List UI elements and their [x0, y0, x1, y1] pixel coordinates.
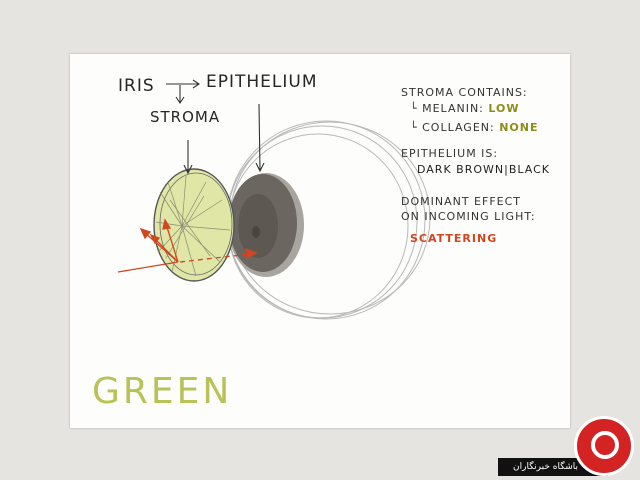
watermark-logo-ring — [591, 431, 619, 459]
collagen-value: NONE — [499, 121, 539, 134]
note-dominant-line2: ON INCOMING LIGHT: — [401, 210, 536, 223]
note-dominant-value: SCATTERING — [410, 232, 498, 245]
note-melanin: └ MELANIN: LOW — [410, 102, 519, 115]
label-stroma: STROMA — [150, 108, 221, 126]
eye-color-label: GREEN — [92, 371, 233, 412]
label-iris: IRIS — [118, 76, 155, 96]
note-dominant-line1: DOMINANT EFFECT — [401, 195, 522, 208]
note-collagen: └ COLLAGEN: NONE — [410, 121, 539, 134]
light-rays — [117, 218, 258, 273]
watermark-logo-icon — [574, 416, 634, 476]
epithelium-shape — [228, 173, 304, 277]
pointer-arrows — [166, 79, 265, 175]
note-epithelium-value: DARK BROWN|BLACK — [417, 163, 550, 176]
melanin-value: LOW — [488, 102, 520, 115]
watermark: باشگاه خبرنگاران — [498, 400, 640, 480]
iris-stroma-shape — [153, 168, 235, 282]
note-stroma-contains: STROMA CONTAINS: — [401, 86, 528, 99]
label-epithelium: EPITHELIUM — [206, 72, 318, 92]
melanin-label: └ MELANIN: — [410, 102, 484, 115]
note-epithelium-is: EPITHELIUM IS: — [401, 147, 499, 160]
collagen-label: └ COLLAGEN: — [410, 121, 495, 134]
